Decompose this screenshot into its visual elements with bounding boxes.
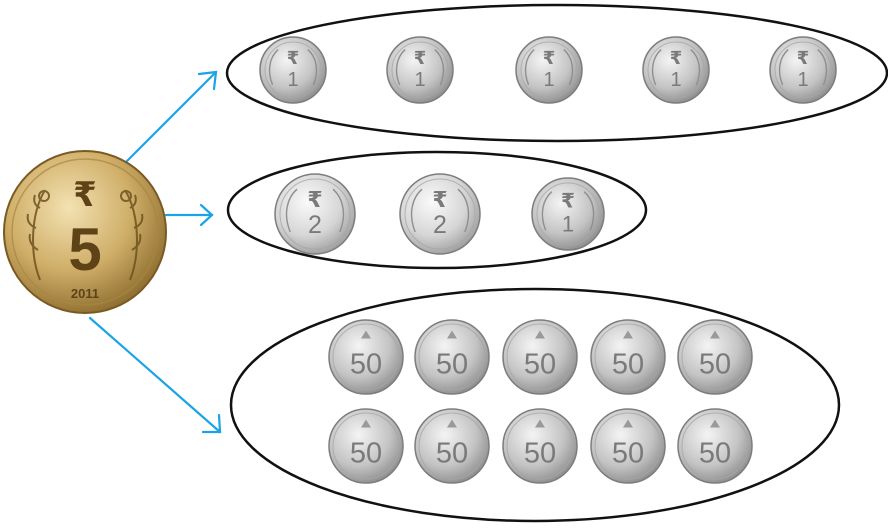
rupee-symbol: ₹ xyxy=(561,189,575,213)
fifty-paise-coin: 50 xyxy=(678,409,752,483)
five-rupee-value: 5 xyxy=(68,216,101,283)
coin-value: 2 xyxy=(433,211,447,239)
coin-value: 50 xyxy=(436,438,468,470)
five-rupee-year: 2011 xyxy=(71,286,99,301)
arrow-to-mixed-group xyxy=(166,205,212,225)
fifty-paise-coin: 50 xyxy=(678,320,752,394)
rupee-symbol: ₹ xyxy=(670,48,683,69)
five-rupee-coin: ₹ 5 2011 xyxy=(4,151,166,313)
fifty-paise-coin: 50 xyxy=(329,409,403,483)
rupee-symbol: ₹ xyxy=(307,188,322,213)
coin-value: 50 xyxy=(350,438,382,470)
fifty-paise-coin: 50 xyxy=(329,320,403,394)
fifty-paise-coin: 50 xyxy=(503,409,577,483)
coin-value: 50 xyxy=(350,349,382,381)
rupee-symbol: ₹ xyxy=(414,48,427,69)
fifty-paise-coins: 50 50 50 50 50 50 50 50 50 50 xyxy=(329,320,752,483)
coin-value: 1 xyxy=(670,69,681,91)
rupee-coin-2: ₹2 xyxy=(400,174,480,254)
rupee-coin-1: ₹1 xyxy=(387,37,453,103)
mixed-coins: ₹2₹2₹1 xyxy=(275,174,604,254)
rupee-coin-1: ₹1 xyxy=(643,37,709,103)
coin-value: 1 xyxy=(414,69,425,91)
coin-value: 50 xyxy=(612,438,644,470)
coin-value: 1 xyxy=(797,69,808,91)
rupee-symbol: ₹ xyxy=(543,48,556,69)
coin-value: 50 xyxy=(524,438,556,470)
fifty-paise-coin: 50 xyxy=(591,409,665,483)
fifty-paise-coin: 50 xyxy=(503,320,577,394)
coin-value: 1 xyxy=(287,69,298,91)
fifty-paise-coin: 50 xyxy=(591,320,665,394)
coin-value: 50 xyxy=(612,349,644,381)
one-rupee-coins: ₹1₹1₹1₹1₹1 xyxy=(260,37,836,103)
rupee-coin-1: ₹1 xyxy=(770,37,836,103)
five-rupee-symbol: ₹ xyxy=(73,175,97,215)
arrow-to-fifty-paise-group xyxy=(90,318,220,432)
coin-value: 50 xyxy=(699,438,731,470)
coin-value: 50 xyxy=(436,349,468,381)
rupee-coin-1: ₹1 xyxy=(260,37,326,103)
rupee-symbol: ₹ xyxy=(287,48,300,69)
rupee-coin-1: ₹1 xyxy=(516,37,582,103)
rupee-coin-1: ₹1 xyxy=(532,178,604,250)
coin-value: 1 xyxy=(562,211,574,236)
rupee-coin-2: ₹2 xyxy=(275,174,355,254)
fifty-paise-coin: 50 xyxy=(415,409,489,483)
fifty-paise-coin: 50 xyxy=(415,320,489,394)
arrow-to-one-rupee-group xyxy=(118,72,216,170)
rupee-symbol: ₹ xyxy=(797,48,810,69)
coin-value: 2 xyxy=(308,211,322,239)
coin-value: 50 xyxy=(699,349,731,381)
coin-value: 1 xyxy=(543,69,554,91)
coin-value: 50 xyxy=(524,349,556,381)
rupee-symbol: ₹ xyxy=(432,188,447,213)
